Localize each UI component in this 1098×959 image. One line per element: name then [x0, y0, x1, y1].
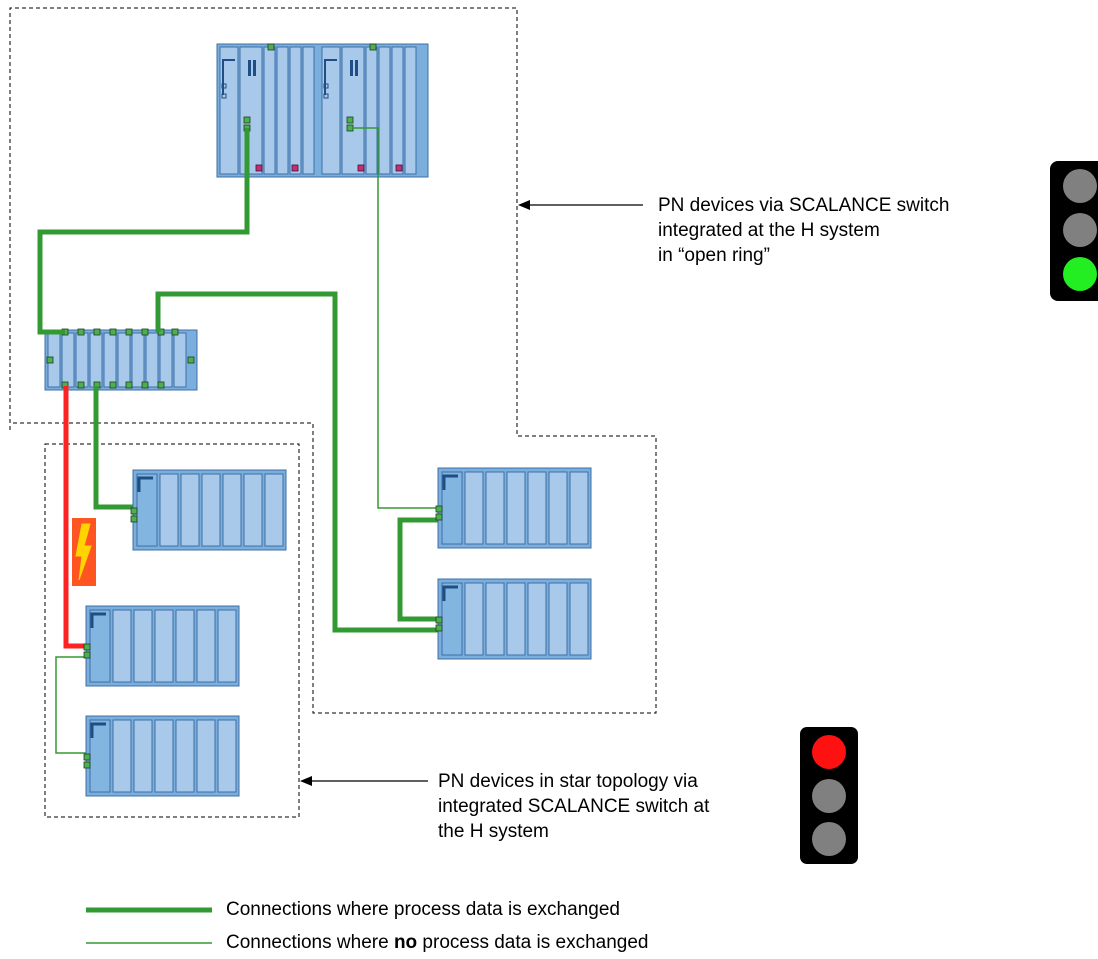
- io-station-3: [82, 714, 241, 798]
- traffic-light-red-lamp-middle: [812, 779, 846, 813]
- connection-standby: [352, 127, 438, 509]
- legend-thin-emphasis: no: [393, 932, 418, 953]
- ring-annotation-line: in “open ring”: [658, 245, 770, 266]
- legend-thick-text: Connections where process data is exchan…: [226, 899, 620, 920]
- traffic-light-green: [1050, 161, 1098, 301]
- connection-ring-link: [397, 517, 438, 622]
- fault-lightning-icon: [72, 518, 96, 586]
- star-annotation-arrow: [300, 776, 428, 786]
- ring-annotation-arrow: [518, 200, 643, 210]
- ring-area-border: [9, 7, 657, 714]
- connection-switch-ring: [155, 291, 438, 633]
- traffic-light-red-lamp-top: [812, 735, 846, 769]
- ring-annotation-line: integrated at the H system: [658, 220, 880, 241]
- traffic-light-green-lamp-middle: [1063, 213, 1097, 247]
- star-annotation-line: integrated SCALANCE switch at: [438, 796, 710, 817]
- traffic-light-green-lamp-top: [1063, 169, 1097, 203]
- h-system-rack: [216, 43, 429, 178]
- legend-thick-label: Connections where process data is exchan…: [226, 899, 620, 921]
- connection-star-io2-io3: [55, 656, 88, 754]
- traffic-light-red-lamp-bottom: [812, 822, 846, 856]
- io-station-ring-1: [434, 466, 593, 550]
- ring-annotation: PN devices via SCALANCE switch integrate…: [658, 193, 949, 268]
- star-annotation-line: PN devices in star topology via: [438, 771, 698, 792]
- ring-annotation-line: PN devices via SCALANCE switch: [658, 195, 950, 216]
- traffic-light-green-lamp-bottom: [1063, 257, 1097, 291]
- connection-fault: [63, 386, 88, 649]
- scalance-switch-rack: [44, 328, 198, 391]
- legend-thin-prefix: Connections where: [226, 932, 394, 953]
- io-station-1: [129, 468, 288, 552]
- io-station-2: [82, 604, 241, 688]
- connection-switch-io1: [93, 386, 133, 510]
- legend-thin-label: Connections where no process data is exc…: [226, 932, 648, 954]
- star-area-border: [44, 443, 300, 818]
- star-annotation-line: the H system: [438, 821, 549, 842]
- traffic-light-red: [800, 727, 858, 864]
- connection-hsys-switch: [37, 128, 250, 335]
- io-station-ring-2: [434, 577, 593, 661]
- legend-thin-suffix: process data is exchanged: [417, 932, 649, 953]
- star-annotation: PN devices in star topology via integrat…: [438, 769, 709, 844]
